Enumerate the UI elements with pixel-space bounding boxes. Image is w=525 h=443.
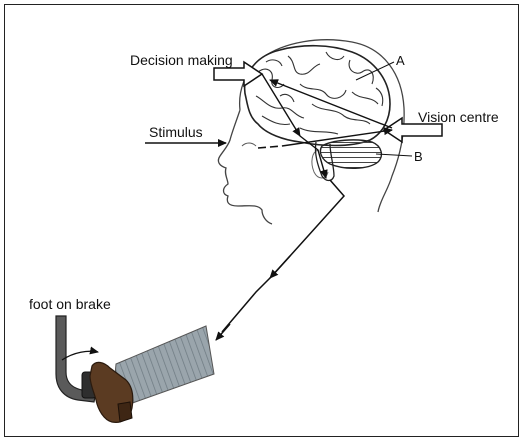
shoe-heel: [117, 401, 133, 423]
motor-nerve-to-leg: [221, 179, 346, 333]
decision-descending-arrow: [261, 73, 301, 137]
vision-to-decision-arrow: [269, 79, 393, 129]
motor-nerve-arrow-1: [269, 255, 291, 279]
leader-a: [355, 61, 395, 81]
leader-b: [375, 153, 413, 157]
eye-to-vision-line: [281, 127, 393, 147]
label-a: A: [396, 53, 405, 68]
brain-folds: [255, 51, 384, 135]
brake-motion-arrow: [61, 346, 99, 361]
label-foot-on-brake: foot on brake: [29, 296, 111, 312]
motor-nerve-arrow-2: [215, 323, 231, 341]
brain-cerebrum: [243, 44, 391, 147]
eye-outline: [241, 142, 257, 147]
brain-cerebellum: [319, 139, 383, 169]
label-stimulus: Stimulus: [149, 124, 203, 140]
eye-signal-arrow: [257, 145, 283, 149]
label-vision-centre: Vision centre: [418, 109, 499, 125]
decision-making-pointer: [213, 60, 264, 88]
motor-pathway-brain: [299, 135, 328, 179]
label-decision-making: Decision making: [130, 52, 233, 68]
label-b: B: [414, 149, 423, 164]
vision-centre-pointer: [382, 116, 443, 144]
brain-stem: [314, 141, 335, 182]
